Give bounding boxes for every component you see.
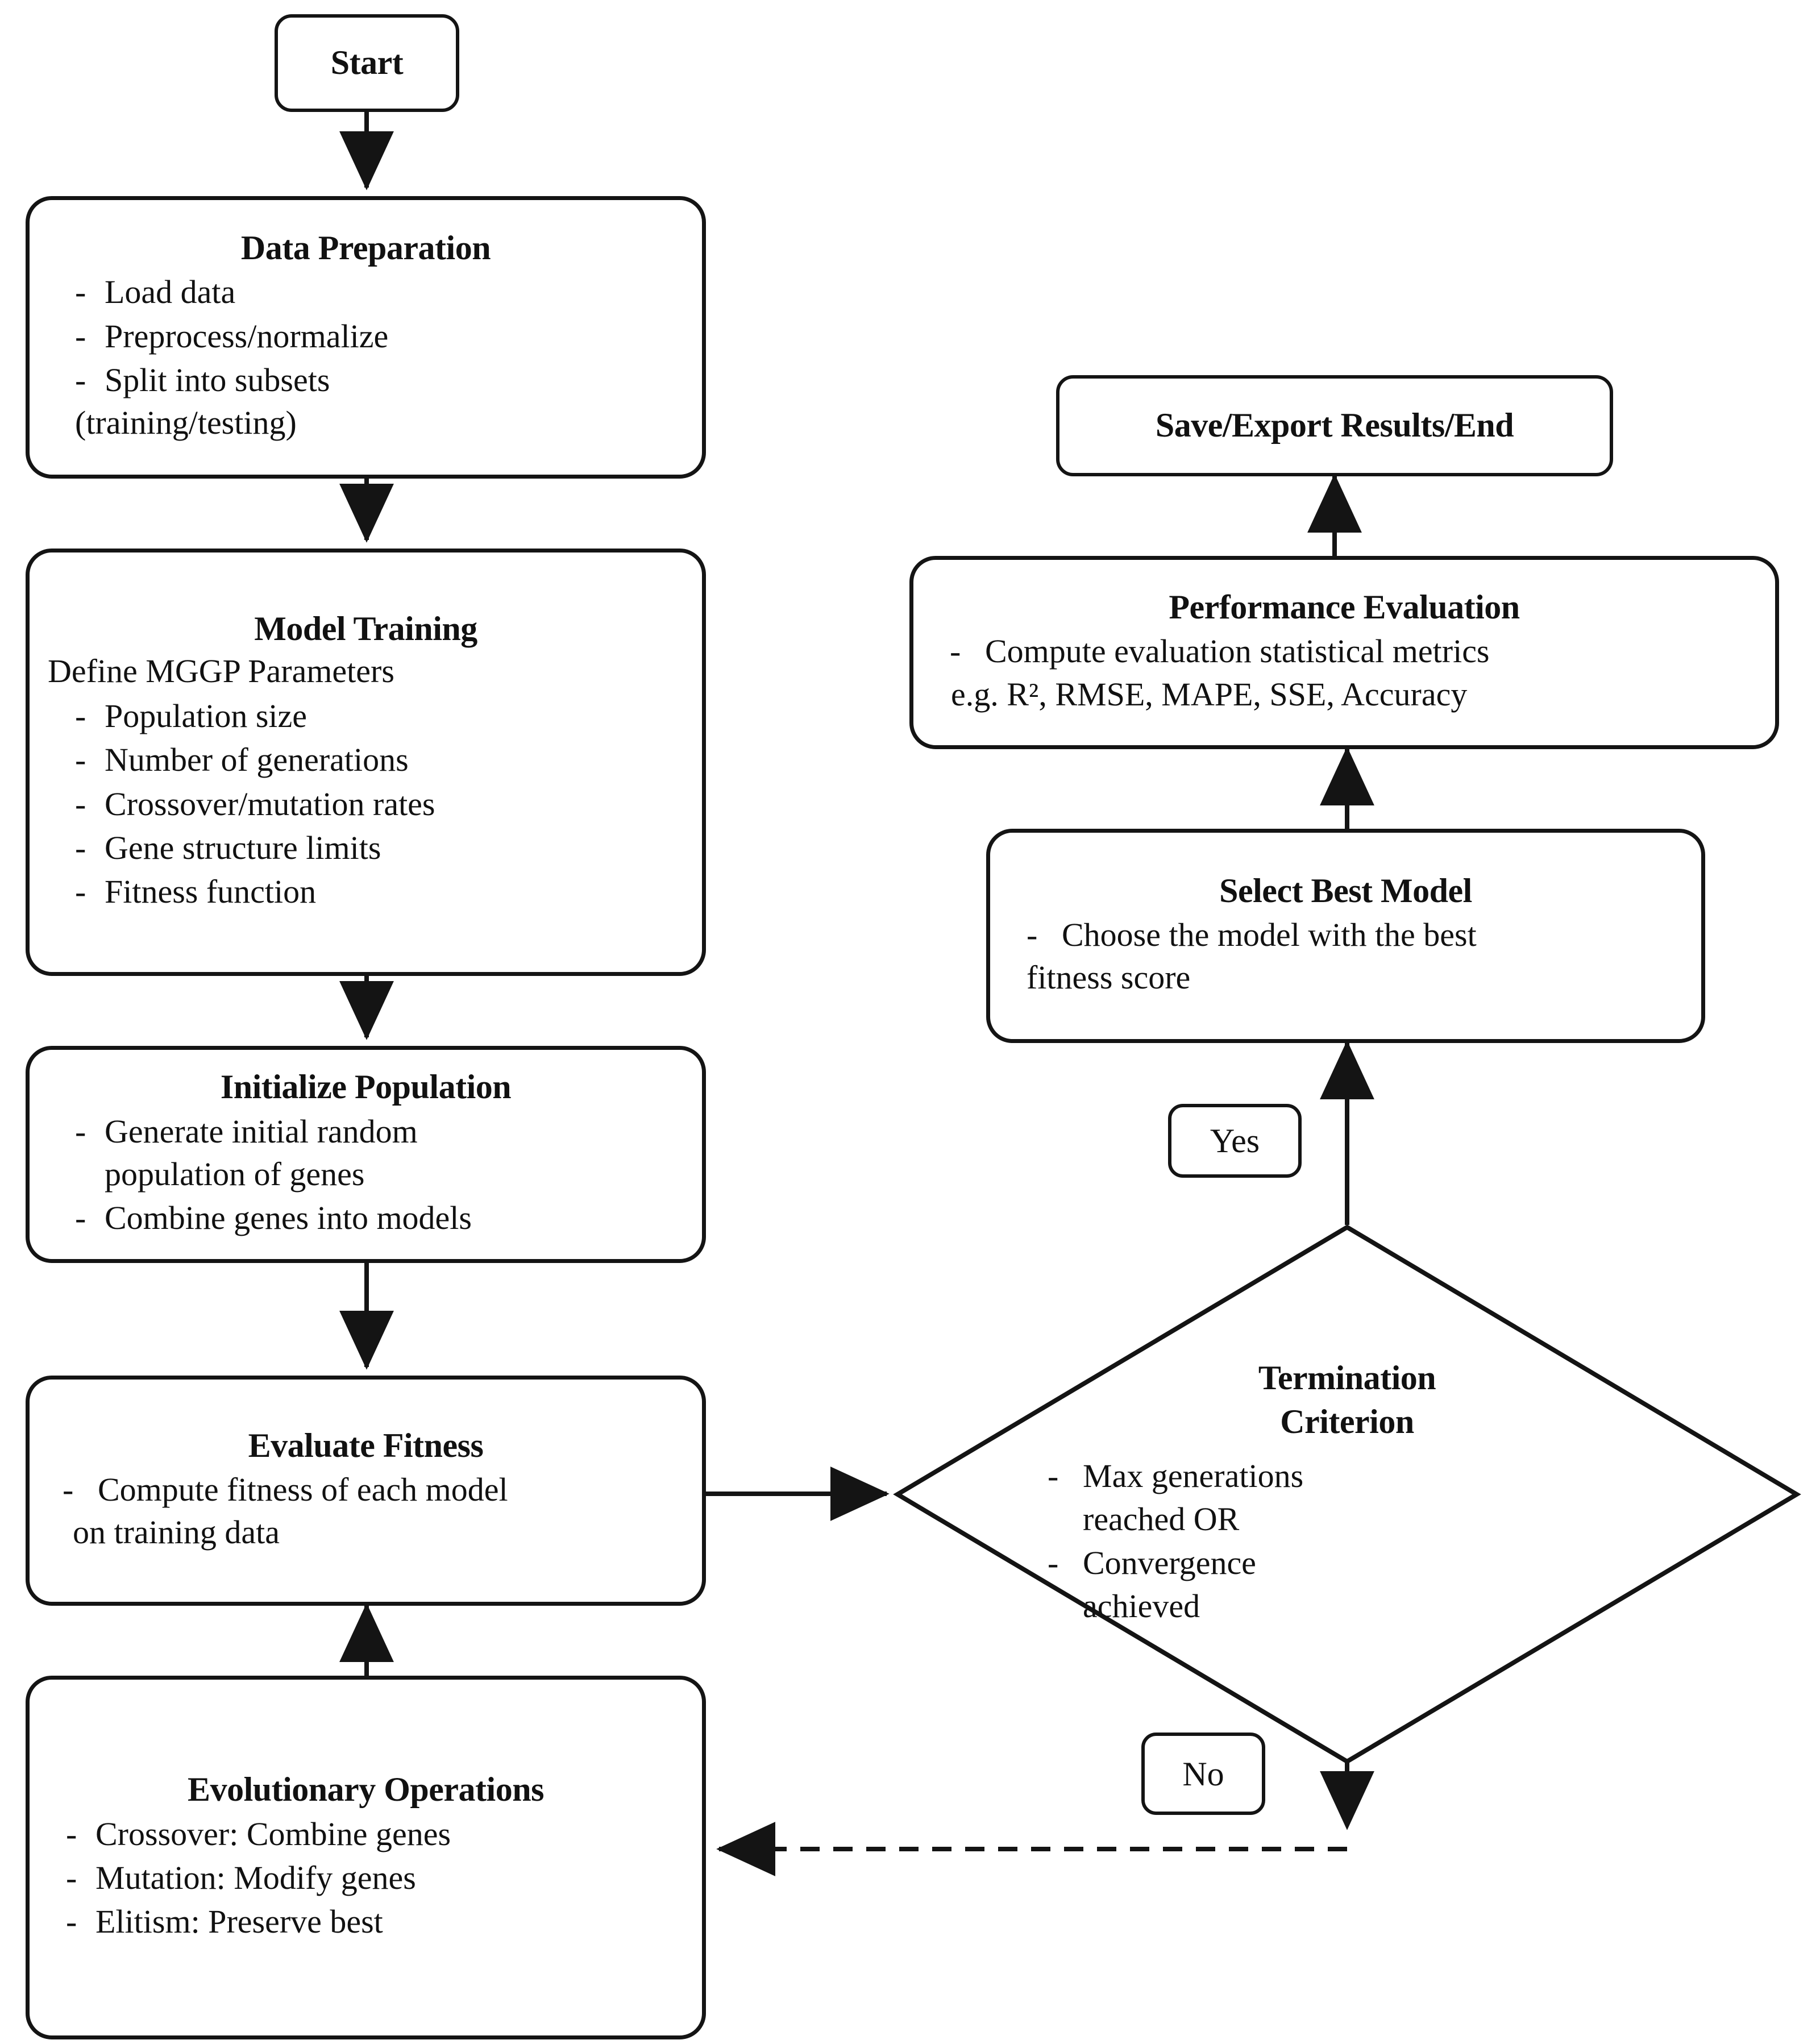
bullet-dash: - — [66, 1903, 77, 1941]
bullet-dash: - — [75, 273, 86, 311]
list-item-text: Crossover: Combine genes — [95, 1815, 451, 1852]
bullet-dash: - — [75, 317, 86, 355]
label-no: No — [1141, 1733, 1265, 1815]
list-item: - Mutation: Modify genes — [43, 1856, 688, 1899]
list-item: - Elitism: Preserve best — [43, 1900, 688, 1943]
bullet-dash: - — [75, 1112, 86, 1150]
list-item-continuation: e.g. R², RMSE, MAPE, SSE, Accuracy — [951, 675, 1468, 713]
node-data-preparation-items: - Load data - Preprocess/normalize - Spl… — [43, 271, 688, 446]
list-item: - Number of generations — [43, 738, 688, 781]
node-termination-criterion-title-line2: Criterion — [1280, 1403, 1414, 1441]
list-item-continuation: population of genes — [105, 1155, 365, 1193]
bullet-dash: - — [75, 785, 86, 822]
list-item: - Compute evaluation statistical metrics… — [926, 630, 1763, 716]
node-data-preparation-title: Data Preparation — [240, 229, 491, 267]
list-item: - Split into subsets (training/testing) — [43, 359, 688, 444]
list-item-text: Elitism: Preserve best — [95, 1903, 383, 1941]
list-item-continuation: fitness score — [1027, 959, 1191, 996]
label-no-text: No — [1182, 1755, 1224, 1793]
node-evaluate-fitness-items: - Compute fitness of each model on train… — [43, 1468, 688, 1555]
list-item: - Generate initial random population of … — [43, 1110, 688, 1196]
bullet-dash: - — [66, 1859, 77, 1896]
list-item-text: Combine genes into models — [105, 1199, 472, 1237]
node-initialize-population-title: Initialize Population — [220, 1068, 512, 1106]
bullet-dash: - — [1027, 916, 1038, 953]
bullet-dash: - — [75, 873, 86, 911]
list-item: - Gene structure limits — [43, 826, 688, 869]
bullet-dash: - — [950, 633, 961, 670]
node-termination-criterion-content: Termination Criterion - Max generations … — [895, 1225, 1799, 1764]
list-item-continuation: on training data — [73, 1514, 280, 1551]
list-item: - Fitness function — [43, 870, 688, 913]
bullet-dash: - — [75, 829, 86, 867]
node-start-title: Start — [330, 44, 404, 82]
node-model-training-title: Model Training — [254, 610, 477, 648]
node-select-best-model-items: - Choose the model with the best fitness… — [1003, 913, 1689, 1000]
bullet-dash: - — [63, 1470, 74, 1508]
list-item-text: Fitness function — [105, 873, 317, 911]
node-evolutionary-operations[interactable]: Evolutionary Operations - Crossover: Com… — [26, 1676, 706, 2039]
node-model-training[interactable]: Model Training Define MGGP Parameters - … — [26, 549, 706, 976]
node-termination-criterion[interactable]: Termination Criterion - Max generations … — [893, 1224, 1801, 1764]
bullet-dash: - — [1048, 1457, 1059, 1495]
list-item-text: Preprocess/normalize — [105, 317, 389, 355]
node-termination-criterion-title-line1: Termination — [1258, 1359, 1436, 1397]
node-evaluate-fitness[interactable]: Evaluate Fitness - Compute fitness of ea… — [26, 1376, 706, 1606]
list-item: - Max generations reached OR — [1048, 1455, 1799, 1540]
node-evolutionary-operations-items: - Crossover: Combine genes - Mutation: M… — [43, 1813, 688, 1945]
node-select-best-model-title: Select Best Model — [1219, 871, 1472, 909]
list-item-text: Compute fitness of each model — [98, 1470, 508, 1508]
list-item: - Crossover/mutation rates — [43, 783, 688, 825]
list-item-text: Compute evaluation statistical metrics — [985, 633, 1490, 670]
bullet-dash: - — [75, 362, 86, 399]
label-yes-text: Yes — [1210, 1122, 1260, 1160]
list-item: - Population size — [43, 695, 688, 737]
list-item-text: Mutation: Modify genes — [95, 1859, 416, 1896]
list-item-text: Choose the model with the best — [1062, 916, 1477, 953]
list-item: - Combine genes into models — [43, 1197, 688, 1239]
list-item-text: Population size — [105, 697, 308, 734]
node-save-export-end-title: Save/Export Results/End — [1155, 406, 1514, 444]
bullet-dash: - — [75, 1199, 86, 1237]
node-start[interactable]: Start — [275, 14, 459, 112]
list-item-text: Max generations — [1083, 1457, 1304, 1495]
list-item: - Load data — [43, 271, 688, 313]
list-item-text: Gene structure limits — [105, 829, 381, 867]
node-initialize-population[interactable]: Initialize Population - Generate initial… — [26, 1046, 706, 1263]
node-model-training-items: - Population size - Number of generation… — [43, 695, 688, 915]
node-performance-evaluation-items: - Compute evaluation statistical metrics… — [926, 630, 1763, 717]
list-item: - Convergence achieved — [1048, 1542, 1799, 1627]
list-item-text: Crossover/mutation rates — [105, 785, 435, 822]
list-item: - Choose the model with the best fitness… — [1003, 913, 1689, 999]
list-item-text: Split into subsets — [105, 362, 330, 399]
diamond-shape — [893, 1224, 1801, 1764]
bullet-dash: - — [75, 741, 86, 779]
list-item: - Crossover: Combine genes — [43, 1813, 688, 1855]
list-item-text: Convergence — [1083, 1544, 1256, 1582]
node-model-training-lead: Define MGGP Parameters — [48, 653, 394, 690]
list-item-continuation: achieved — [1083, 1587, 1200, 1625]
list-item-continuation: (training/testing) — [75, 404, 297, 442]
node-data-preparation[interactable]: Data Preparation - Load data - Preproces… — [26, 196, 706, 479]
list-item: - Preprocess/normalize — [43, 315, 688, 358]
list-item: - Compute fitness of each model on train… — [43, 1468, 688, 1554]
list-item-continuation: reached OR — [1083, 1500, 1240, 1538]
list-item-text: Number of generations — [105, 741, 409, 779]
node-evaluate-fitness-title: Evaluate Fitness — [248, 1426, 484, 1464]
node-save-export-end[interactable]: Save/Export Results/End — [1056, 375, 1613, 476]
node-performance-evaluation-title: Performance Evaluation — [1169, 588, 1520, 626]
node-initialize-population-items: - Generate initial random population of … — [43, 1110, 688, 1241]
label-yes: Yes — [1168, 1104, 1302, 1178]
bullet-dash: - — [1048, 1544, 1059, 1582]
bullet-dash: - — [75, 697, 86, 734]
node-termination-criterion-items: - Max generations reached OR - Convergen… — [895, 1455, 1799, 1628]
node-select-best-model[interactable]: Select Best Model - Choose the model wit… — [986, 829, 1705, 1043]
list-item-text: Generate initial random — [105, 1112, 418, 1150]
bullet-dash: - — [66, 1815, 77, 1852]
list-item-text: Load data — [105, 273, 236, 311]
node-performance-evaluation[interactable]: Performance Evaluation - Compute evaluat… — [909, 556, 1779, 749]
node-evolutionary-operations-title: Evolutionary Operations — [188, 1771, 544, 1809]
